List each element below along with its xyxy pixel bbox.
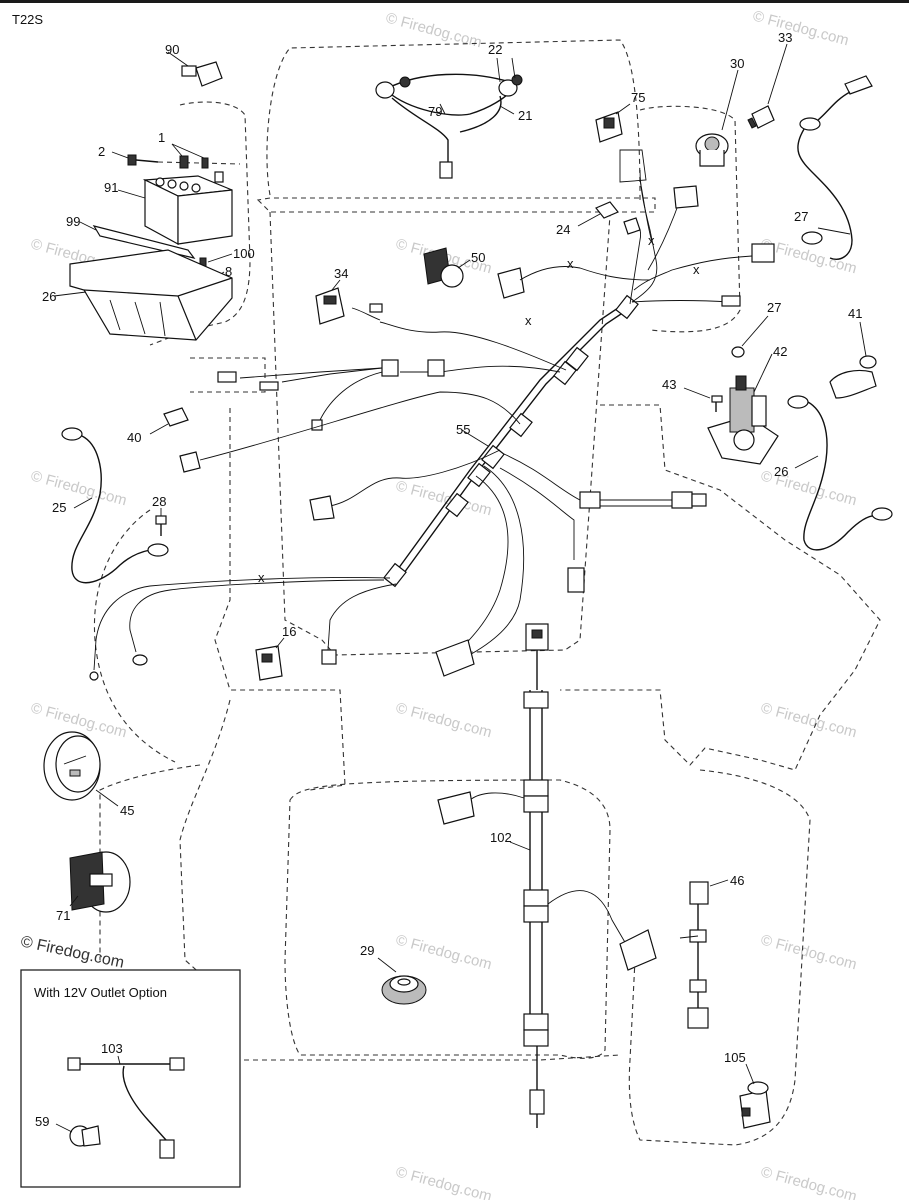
callout-40: 55 xyxy=(456,422,470,437)
part-29-horn xyxy=(377,957,427,1005)
callout-8: 26 xyxy=(42,289,56,304)
part-41-screw xyxy=(683,387,723,412)
svg-text:© Firedog.com: © Firedog.com xyxy=(19,933,125,971)
part-50-light-switch xyxy=(423,247,471,288)
part-27-nut-solenoid xyxy=(731,315,769,358)
callout-41: 43 xyxy=(662,377,676,392)
part-71-rear-harness xyxy=(437,623,657,1128)
part-40-main-harness xyxy=(89,149,775,681)
svg-text:x: x xyxy=(525,313,532,328)
part-24-battery-cable xyxy=(797,75,873,260)
callout-42: 41 xyxy=(848,306,862,321)
part-8-battery-tray xyxy=(53,249,233,341)
callout-27-top: 1 xyxy=(158,130,165,145)
callout-99: 100 xyxy=(233,246,255,261)
callout-71: 102 xyxy=(490,830,512,845)
svg-text:© Firedog.com: © Firedog.com xyxy=(759,699,859,741)
callout-16: 16 xyxy=(282,624,296,639)
callout-100: 8 xyxy=(225,264,232,279)
svg-text:© Firedog.com: © Firedog.com xyxy=(759,931,859,973)
splice-marks: x x x x x xyxy=(258,233,700,585)
svg-text:© Firedog.com: © Firedog.com xyxy=(29,467,129,509)
callout-43: 42 xyxy=(773,344,787,359)
callout-55: 28 xyxy=(152,494,166,509)
part-22-lamp-harness xyxy=(375,57,523,179)
callout-105: 105 xyxy=(724,1050,746,1065)
part-33-key xyxy=(747,43,788,129)
option-box-12v: With 12V Outlet Option xyxy=(20,969,241,1188)
svg-text:x: x xyxy=(648,233,655,248)
part-16-relay xyxy=(255,637,285,681)
callout-30: 30 xyxy=(730,56,744,71)
callout-1: 91 xyxy=(104,180,118,195)
callout-34: 34 xyxy=(334,266,348,281)
callout-28: 25 xyxy=(52,500,66,515)
callout-25: 26 xyxy=(774,464,788,479)
chassis-outline xyxy=(93,39,881,1146)
svg-text:© Firedog.com: © Firedog.com xyxy=(394,931,494,973)
part-45-gauge xyxy=(43,731,119,807)
diagram-code: T22S xyxy=(12,12,43,27)
part-34-switch xyxy=(315,279,345,325)
callout-102: 46 xyxy=(730,873,744,888)
callout-45: 45 xyxy=(120,803,134,818)
svg-text:© Firedog.com: © Firedog.com xyxy=(759,1163,859,1200)
svg-text:© Firedog.com: © Firedog.com xyxy=(394,1163,494,1200)
svg-text:x: x xyxy=(567,256,574,271)
callout-26-top: 24 xyxy=(556,222,570,237)
part-26-fuse-left xyxy=(149,407,189,435)
callout-24: 27 xyxy=(794,209,808,224)
callout-27-solenoid: 27 xyxy=(767,300,781,315)
callout-21: 21 xyxy=(518,108,532,123)
part-90-connector xyxy=(167,51,223,87)
callout-26-left: 40 xyxy=(127,430,141,445)
part-1-battery xyxy=(117,171,233,246)
callout-2: 2 xyxy=(98,144,105,159)
part-75-switch xyxy=(595,103,631,143)
callout-79: 79 xyxy=(428,104,442,119)
part-2-bolt xyxy=(111,151,159,166)
callout-59: 59 xyxy=(35,1114,49,1129)
part-28-ground-cable xyxy=(61,427,169,584)
bolt-guide-line xyxy=(157,161,241,165)
svg-text:x: x xyxy=(258,570,265,585)
callout-46: 71 xyxy=(56,908,70,923)
callout-22: 22 xyxy=(488,42,502,57)
part-27-nut-top xyxy=(171,143,209,169)
svg-text:© Firedog.com: © Firedog.com xyxy=(751,7,851,49)
callout-29: 29 xyxy=(360,943,374,958)
callout-91: 99 xyxy=(66,214,80,229)
top-border xyxy=(0,0,909,3)
part-43-solenoid xyxy=(707,353,779,465)
callout-75: 75 xyxy=(631,90,645,105)
part-105-solenoid xyxy=(739,1063,771,1129)
part-25-battery-cable xyxy=(787,395,893,551)
svg-text:© Firedog.com: © Firedog.com xyxy=(394,699,494,741)
label-plate xyxy=(497,267,525,299)
part-102-harness xyxy=(679,879,729,1029)
callout-50: 50 xyxy=(471,250,485,265)
option-box-title: With 12V Outlet Option xyxy=(34,985,167,1000)
part-42-boot xyxy=(829,321,877,399)
part-46-hour-meter xyxy=(69,851,131,913)
callout-90: 90 xyxy=(165,42,179,57)
callout-33: 33 xyxy=(778,30,792,45)
part-55-screw xyxy=(155,508,167,536)
svg-text:x: x xyxy=(693,262,700,277)
svg-text:© Firedog.com: © Firedog.com xyxy=(384,9,484,51)
part-26-fuse-top xyxy=(577,201,619,227)
callout-103: 103 xyxy=(101,1041,123,1056)
part-30-ignition-switch xyxy=(695,69,739,167)
